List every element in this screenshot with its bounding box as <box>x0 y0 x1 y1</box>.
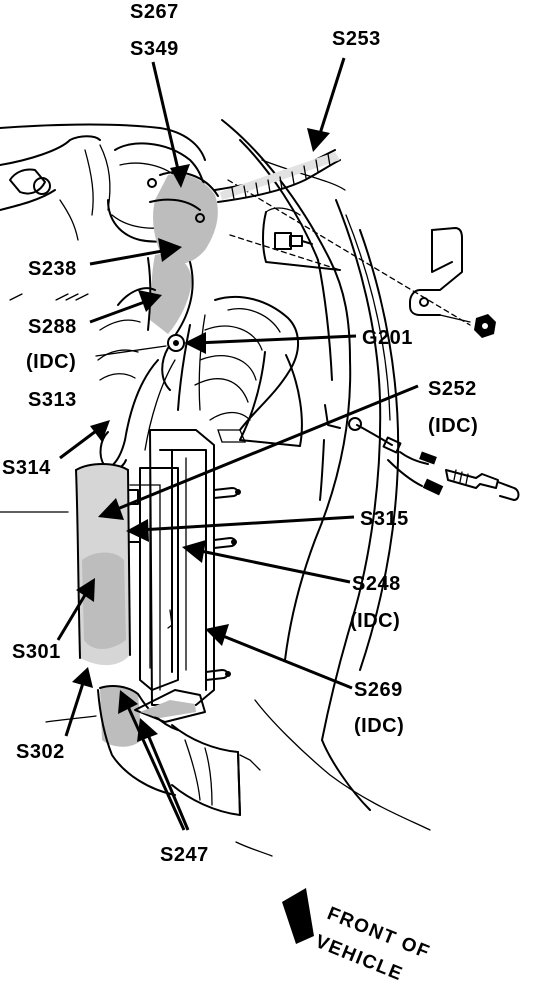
label-s301: S301 <box>12 641 61 663</box>
arrowhead-s301 <box>76 578 95 602</box>
arrowhead-s269 <box>205 624 229 646</box>
label-s315: S315 <box>360 508 409 530</box>
label-s349: S349 <box>130 38 179 60</box>
callout-pointers <box>56 57 419 831</box>
label-s314: S314 <box>2 457 51 479</box>
label-s267: S267 <box>130 1 179 23</box>
label-s302: S302 <box>16 741 65 763</box>
label-s238: S238 <box>28 258 77 280</box>
label-s269-idc: (IDC) <box>354 715 404 737</box>
label-s288-idc: (IDC) <box>26 351 76 373</box>
label-s269: S269 <box>354 679 403 701</box>
front-direction-arrow-icon <box>282 888 314 944</box>
arrowhead-s248 <box>182 540 206 563</box>
arrowhead-s252 <box>98 498 124 520</box>
callout-labels: S267 S349 S253 S238 S288 (IDC) G201 S313… <box>2 1 478 866</box>
top-harness-conduit <box>147 149 341 265</box>
arrowhead-s302 <box>72 667 93 688</box>
label-s252: S252 <box>428 378 477 400</box>
label-s247: S247 <box>160 844 209 866</box>
arrowhead-s267 <box>170 164 190 188</box>
label-s248: S248 <box>352 573 401 595</box>
label-s288: S288 <box>28 316 77 338</box>
arrowhead-s315 <box>126 519 149 542</box>
label-s313: S313 <box>28 389 77 411</box>
label-s253: S253 <box>332 28 381 50</box>
label-s248-idc: (IDC) <box>350 610 400 632</box>
arrowhead-g201 <box>184 332 206 354</box>
arrowhead-s314 <box>90 420 110 442</box>
arrowhead-s253 <box>307 128 330 152</box>
arrowhead-s238 <box>158 238 182 262</box>
front-of-vehicle-indicator: FRONT OF VEHICLE <box>282 888 433 985</box>
arrowhead-s288 <box>138 290 162 312</box>
label-g201: G201 <box>362 327 413 349</box>
arrowhead-s247-right <box>137 718 158 742</box>
label-s252-idc: (IDC) <box>428 415 478 437</box>
bracket-and-fasteners <box>348 227 520 501</box>
arrowhead-s247-left <box>118 690 138 714</box>
